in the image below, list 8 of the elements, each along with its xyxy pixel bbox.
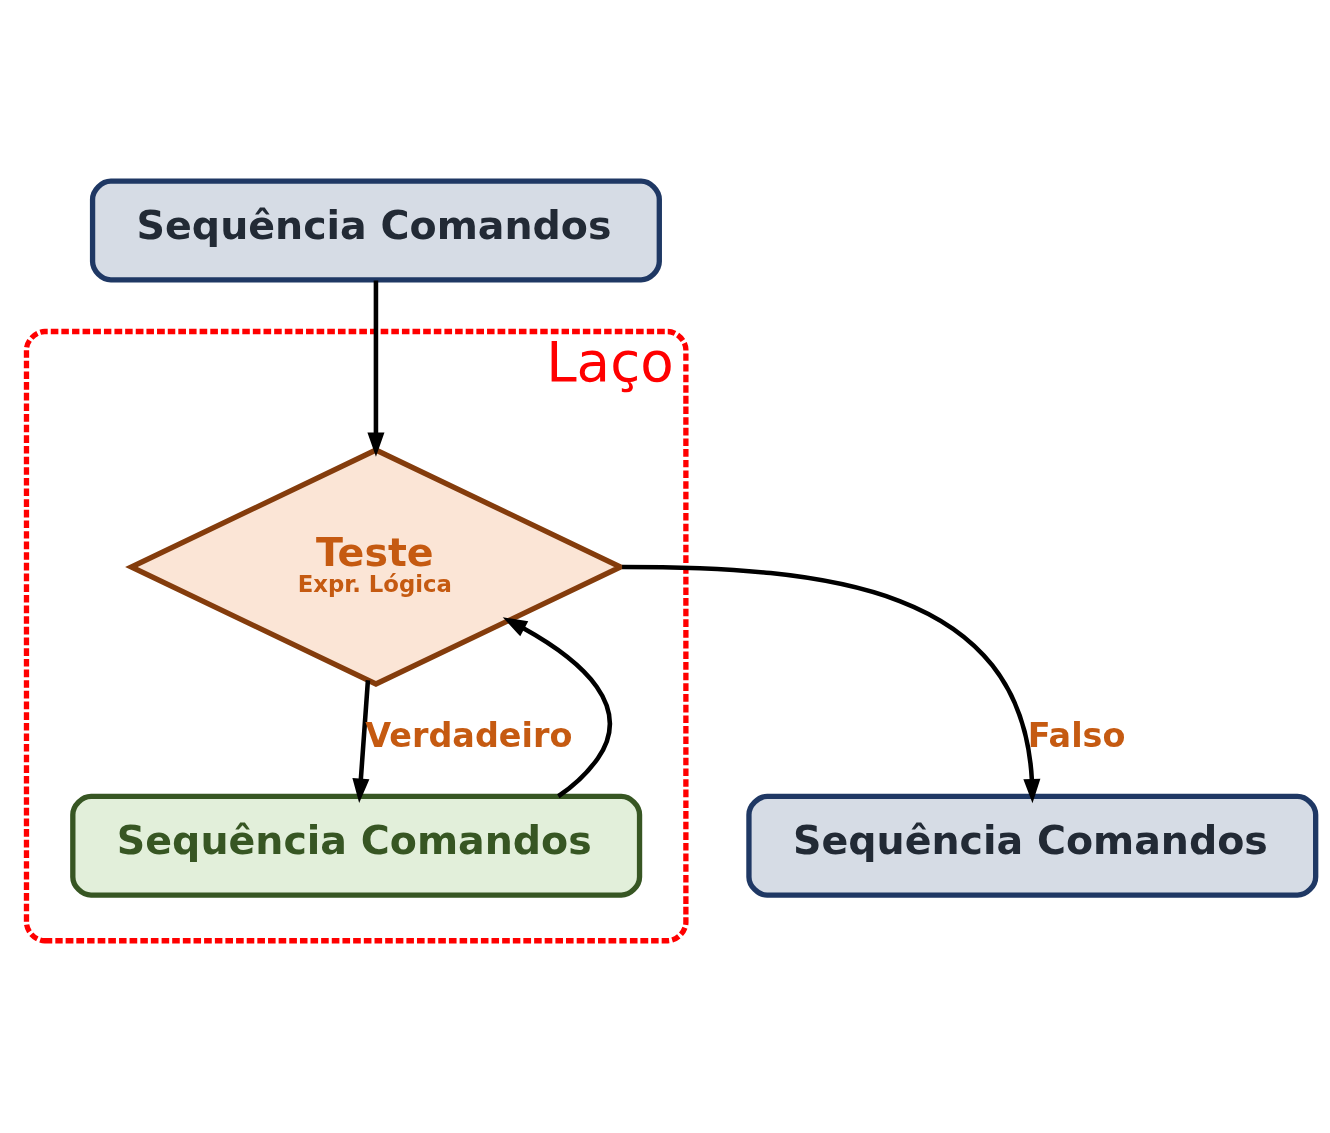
arrow bbox=[502, 616, 612, 798]
node-box: Sequência Comandos bbox=[89, 177, 662, 282]
node-box: Sequência Comandos bbox=[70, 793, 643, 898]
edge-label: Falso bbox=[1027, 715, 1126, 755]
arrow bbox=[352, 679, 371, 803]
node-box: Sequência Comandos bbox=[746, 793, 1319, 898]
arrow bbox=[622, 564, 1041, 803]
arrow bbox=[367, 280, 385, 457]
